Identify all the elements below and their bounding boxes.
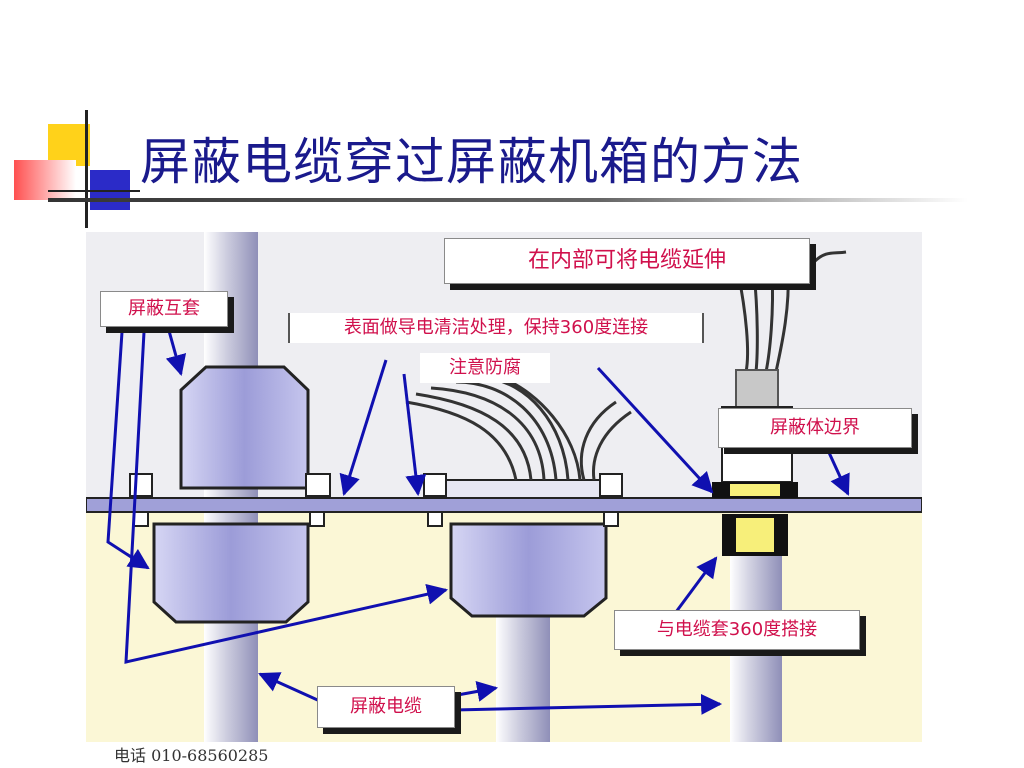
pipe-middle bbox=[496, 612, 550, 742]
label-shield-boundary: 屏蔽体边界 bbox=[718, 408, 912, 448]
bolts bbox=[129, 473, 623, 527]
arrows bbox=[106, 319, 850, 715]
label-surface-treatment: 表面做导电清洁处理，保持360度连接 bbox=[288, 313, 704, 343]
label-bond-360: 与电缆套360度搭接 bbox=[614, 610, 860, 650]
housing-left-top bbox=[179, 365, 310, 490]
label-anticorrosion: 注意防腐 bbox=[420, 353, 550, 383]
housing-middle-top bbox=[445, 479, 607, 499]
right-wires bbox=[736, 250, 847, 373]
label-shield-sleeve: 屏蔽互套 bbox=[100, 291, 228, 327]
housing-middle-bottom bbox=[449, 522, 608, 618]
deco-horizontal-line bbox=[48, 190, 140, 192]
title-underline bbox=[48, 198, 968, 202]
chassis-plate bbox=[86, 497, 922, 513]
gland-yellow-bottom bbox=[736, 518, 774, 552]
slide-title: 屏蔽电缆穿过屏蔽机箱的方法 bbox=[140, 133, 803, 191]
cable-shield-diagram bbox=[86, 232, 922, 742]
housing-left-bottom bbox=[152, 522, 310, 624]
gland-yellow-top bbox=[730, 484, 780, 496]
label-shielded-cable: 屏蔽电缆 bbox=[317, 686, 455, 728]
label-extend-cable: 在内部可将电缆延伸 bbox=[444, 238, 810, 284]
deco-yellow-square bbox=[48, 124, 90, 166]
deco-red-square bbox=[14, 160, 76, 200]
wire-bundle bbox=[405, 376, 632, 481]
deco-vertical-line bbox=[85, 110, 88, 228]
footer-phone: 电话 010-68560285 bbox=[114, 746, 269, 765]
